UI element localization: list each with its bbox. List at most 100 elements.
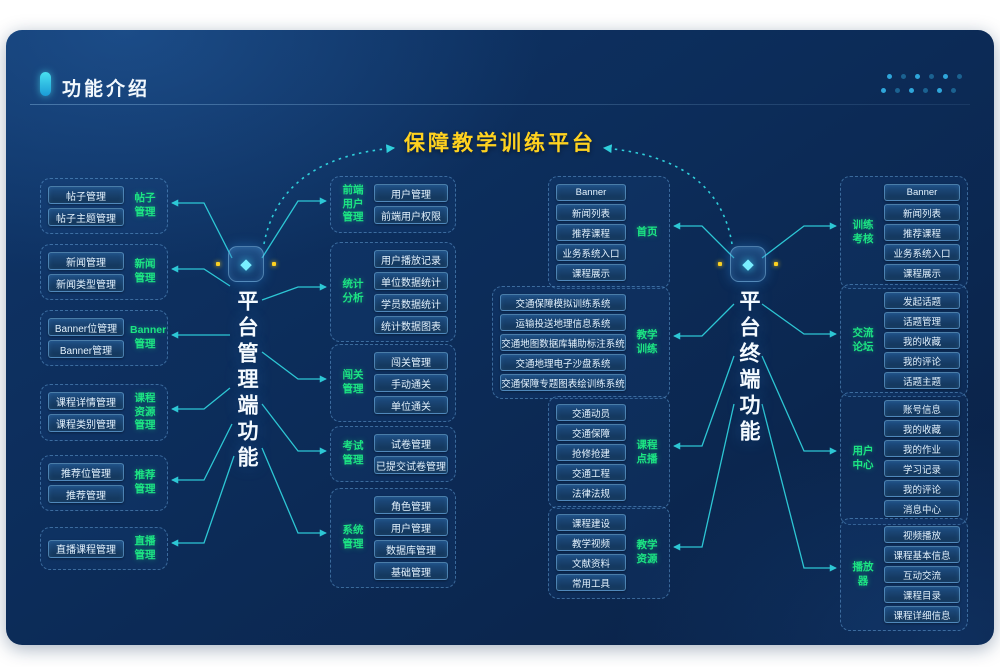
node-pill: 常用工具 <box>556 574 626 591</box>
node-pill: 试卷管理 <box>374 434 448 452</box>
node-pill: Banner <box>556 184 626 201</box>
group-label: 课程资源管理 <box>134 392 156 432</box>
node-pill: 我的作业 <box>884 440 960 457</box>
group-home: Banner 新闻列表 推荐课程 业务系统入口 课程展示 首页 <box>548 176 670 289</box>
yellow-dot <box>718 262 722 266</box>
group-label: 直播管理 <box>134 535 156 561</box>
node-pill: 用户管理 <box>374 518 448 536</box>
diamond-icon: ◆ <box>228 246 264 282</box>
hub-platform-terminal: ◆ 平台终端功能 <box>712 246 784 446</box>
group-levels: 闯关管理 闯关管理 手动通关 单位通关 <box>330 344 456 422</box>
node-pill: 推荐管理 <box>48 485 124 503</box>
node-pill: 账号信息 <box>884 400 960 417</box>
node-pill: 交通动员 <box>556 404 626 421</box>
page-title: 功能介绍 <box>62 79 151 100</box>
node-pill: 基础管理 <box>374 562 448 580</box>
node-pill: 业务系统入口 <box>556 244 626 261</box>
group-label: 教学资源 <box>636 538 658 565</box>
node-pill: 交通地图数据库辅助标注系统 <box>500 334 626 351</box>
group-label: 交流论坛 <box>852 326 874 353</box>
hub-admin-label: 平台管理端功能 <box>235 290 258 472</box>
group-label: 推荐管理 <box>134 469 156 495</box>
node-pill: 交通地理电子沙盘系统 <box>500 354 626 371</box>
node-pill: 单位数据统计 <box>374 272 448 290</box>
node-pill: 课程展示 <box>884 264 960 281</box>
node-pill: 帖子主题管理 <box>48 208 124 226</box>
group-system: 系统管理 角色管理 用户管理 数据库管理 基础管理 <box>330 488 456 588</box>
group-label: 统计分析 <box>342 278 364 304</box>
node-pill: 新闻类型管理 <box>48 274 124 292</box>
node-pill: 业务系统入口 <box>884 244 960 261</box>
node-pill: 课程详细信息 <box>884 606 960 623</box>
node-pill: 法律法规 <box>556 484 626 501</box>
group-teaching-training: 交通保障模拟训练系统 运输投送地理信息系统 交通地图数据库辅助标注系统 交通地理… <box>492 286 670 399</box>
node-pill: 交通保障 <box>556 424 626 441</box>
group-label: 新闻管理 <box>134 258 156 284</box>
group-label: 播放器 <box>852 560 874 587</box>
group-label: 前端用户管理 <box>342 184 364 224</box>
node-pill: 视频播放 <box>884 526 960 543</box>
node-pill: 统计数据图表 <box>374 316 448 334</box>
yellow-dot <box>272 262 276 266</box>
node-pill: 推荐课程 <box>556 224 626 241</box>
group-label: 课程点播 <box>636 438 658 465</box>
group-banner: Banner位管理 Banner管理 Banner管理 <box>40 310 168 366</box>
node-pill: 课程基本信息 <box>884 546 960 563</box>
node-pill: 文献资料 <box>556 554 626 571</box>
node-pill: 用户播放记录 <box>374 250 448 268</box>
node-pill: 我的收藏 <box>884 420 960 437</box>
group-course-resources: 课程详情管理 课程类别管理 课程资源管理 <box>40 384 168 441</box>
node-pill: 课程目录 <box>884 586 960 603</box>
node-pill: 角色管理 <box>374 496 448 514</box>
node-pill: Banner管理 <box>48 340 124 358</box>
node-pill: 学员数据统计 <box>374 294 448 312</box>
group-label: 系统管理 <box>342 524 364 550</box>
node-pill: 已提交试卷管理 <box>374 456 448 474</box>
group-teaching-resources: 课程建设 教学视频 文献资料 常用工具 教学资源 <box>548 506 670 599</box>
node-pill: 课程详情管理 <box>48 392 124 411</box>
node-pill: 新闻列表 <box>884 204 960 221</box>
node-pill: 闯关管理 <box>374 352 448 370</box>
group-forum: 交流论坛 发起话题 话题管理 我的收藏 我的评论 话题主题 <box>840 284 968 397</box>
node-pill: 课程类别管理 <box>48 414 124 433</box>
node-pill: 帖子管理 <box>48 186 124 204</box>
group-player: 播放器 视频播放 课程基本信息 互动交流 课程目录 课程详细信息 <box>840 518 968 631</box>
hub-platform-admin: ◆ 平台管理端功能 <box>210 246 282 472</box>
group-frontend-users: 前端用户管理 用户管理 前端用户权限 <box>330 176 456 233</box>
group-label: 闯关管理 <box>342 369 364 395</box>
yellow-dot <box>774 262 778 266</box>
node-pill: 我的评论 <box>884 480 960 497</box>
group-label: 帖子管理 <box>134 192 156 218</box>
node-pill: 话题主题 <box>884 372 960 389</box>
node-pill: 交通保障专题图表绘训练系统 <box>500 374 626 391</box>
group-posts: 帖子管理 帖子主题管理 帖子管理 <box>40 178 168 234</box>
group-user-center: 用户中心 账号信息 我的收藏 我的作业 学习记录 我的评论 消息中心 <box>840 392 968 525</box>
node-pill: 交通保障模拟训练系统 <box>500 294 626 311</box>
node-pill: 抢修抢建 <box>556 444 626 461</box>
group-training-assessment: 训练考核 Banner 新闻列表 推荐课程 业务系统入口 课程展示 <box>840 176 968 289</box>
node-pill: 课程展示 <box>556 264 626 281</box>
node-pill: 教学视频 <box>556 534 626 551</box>
node-pill: 推荐位管理 <box>48 463 124 481</box>
node-pill: 新闻管理 <box>48 252 124 270</box>
node-pill: 学习记录 <box>884 460 960 477</box>
yellow-dot <box>216 262 220 266</box>
node-pill: 直播课程管理 <box>48 539 124 558</box>
group-label: 训练考核 <box>852 218 874 245</box>
node-pill: 运输投送地理信息系统 <box>500 314 626 331</box>
node-pill: 消息中心 <box>884 500 960 517</box>
diamond-icon: ◆ <box>730 246 766 282</box>
node-pill: 单位通关 <box>374 396 448 414</box>
group-course-ondemand: 交通动员 交通保障 抢修抢建 交通工程 法律法规 课程点播 <box>548 396 670 509</box>
node-pill: 话题管理 <box>884 312 960 329</box>
group-statistics: 统计分析 用户播放记录 单位数据统计 学员数据统计 统计数据图表 <box>330 242 456 342</box>
node-pill: 互动交流 <box>884 566 960 583</box>
node-pill: 新闻列表 <box>556 204 626 221</box>
node-pill: Banner位管理 <box>48 318 124 336</box>
hub-terminal-label: 平台终端功能 <box>737 290 760 446</box>
group-label: 考试管理 <box>342 440 364 466</box>
node-pill: 前端用户权限 <box>374 206 448 225</box>
node-pill: 交通工程 <box>556 464 626 481</box>
group-label: 首页 <box>636 225 658 238</box>
